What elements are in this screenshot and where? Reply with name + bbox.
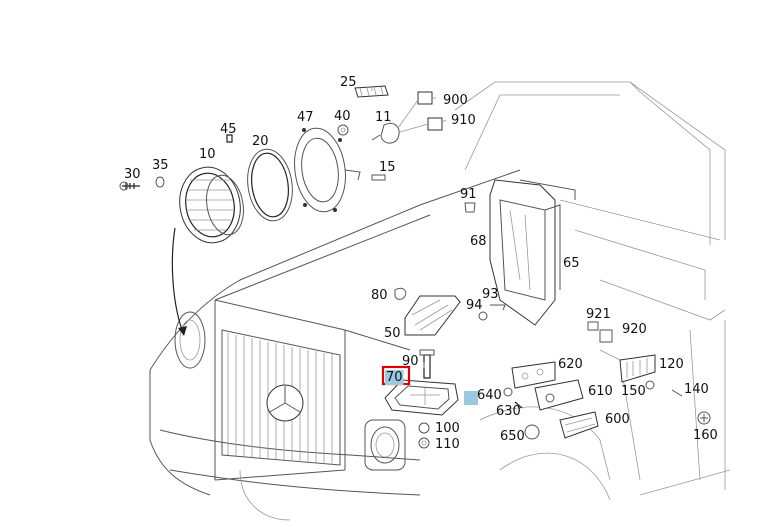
part-label-10[interactable]: 10 xyxy=(199,147,216,162)
part-label-80[interactable]: 80 xyxy=(371,288,388,303)
part-label-15[interactable]: 15 xyxy=(379,160,396,175)
part-label-35[interactable]: 35 xyxy=(152,158,169,173)
part-label-90[interactable]: 90 xyxy=(402,354,419,369)
part-label-910[interactable]: 910 xyxy=(451,113,476,128)
part-position-marker[interactable] xyxy=(464,391,478,405)
part-label-620[interactable]: 620 xyxy=(558,357,583,372)
part-label-600[interactable]: 600 xyxy=(605,412,630,427)
side-lamp-parts xyxy=(503,321,711,440)
part-label-100[interactable]: 100 xyxy=(435,421,460,436)
part-label-160[interactable]: 160 xyxy=(693,428,718,443)
selected-label-background xyxy=(385,370,404,385)
part-label-120[interactable]: 120 xyxy=(659,357,684,372)
leader-lines xyxy=(371,87,447,368)
part-label-921[interactable]: 921 xyxy=(586,307,611,322)
part-labels: 25 900 910 11 40 47 45 20 15 10 35 30 91… xyxy=(124,75,718,452)
part-label-11[interactable]: 11 xyxy=(375,110,392,125)
part-label-150[interactable]: 150 xyxy=(621,384,646,399)
part-label-45[interactable]: 45 xyxy=(220,122,237,137)
turn-signal-assembly xyxy=(394,179,576,336)
part-label-40[interactable]: 40 xyxy=(334,109,351,124)
part-label-650[interactable]: 650 xyxy=(500,429,525,444)
part-label-900[interactable]: 900 xyxy=(443,93,468,108)
part-label-610[interactable]: 610 xyxy=(588,384,613,399)
lower-front-parts xyxy=(384,349,459,449)
part-label-68[interactable]: 68 xyxy=(470,234,487,249)
part-label-47[interactable]: 47 xyxy=(297,110,314,125)
part-label-70[interactable]: 70 xyxy=(386,370,403,385)
part-label-640[interactable]: 640 xyxy=(477,388,502,403)
part-label-94[interactable]: 94 xyxy=(466,298,483,313)
part-label-920[interactable]: 920 xyxy=(622,322,647,337)
part-label-65[interactable]: 65 xyxy=(563,256,580,271)
part-label-91[interactable]: 91 xyxy=(460,187,477,202)
headlight-assembly xyxy=(119,85,443,336)
part-label-20[interactable]: 20 xyxy=(252,134,269,149)
radiator-grille xyxy=(221,329,341,466)
part-label-25[interactable]: 25 xyxy=(340,75,357,90)
vehicle-body-outline xyxy=(149,81,731,521)
part-label-30[interactable]: 30 xyxy=(124,167,141,182)
part-label-50[interactable]: 50 xyxy=(384,326,401,341)
part-label-140[interactable]: 140 xyxy=(684,382,709,397)
part-label-93[interactable]: 93 xyxy=(482,287,499,302)
part-label-630[interactable]: 630 xyxy=(496,404,521,419)
part-label-110[interactable]: 110 xyxy=(435,437,460,452)
